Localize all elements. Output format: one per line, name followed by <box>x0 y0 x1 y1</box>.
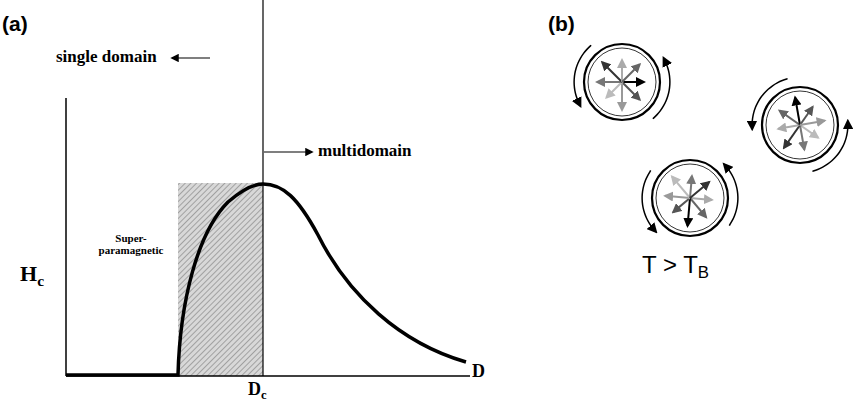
region-label: single domain <box>56 48 157 67</box>
region-label: multidomain <box>318 142 412 161</box>
panel-label: (a) <box>2 12 28 35</box>
particle <box>574 44 670 120</box>
region-arrow <box>264 151 312 152</box>
condition-label: T > TB <box>642 252 709 278</box>
particle <box>642 160 738 236</box>
critical-size-line <box>262 0 263 376</box>
axis-label: Hc <box>20 262 44 286</box>
panel-label: (b) <box>548 12 575 35</box>
axis-label: D <box>472 362 485 382</box>
region-label: Super-paramagnetic <box>98 232 164 256</box>
region-arrow <box>172 57 210 58</box>
coercivity-curve <box>66 184 466 375</box>
y-axis <box>65 98 67 376</box>
axis-tick-label: Dc <box>248 380 267 400</box>
spin-particles <box>574 44 848 236</box>
particle <box>752 79 848 172</box>
